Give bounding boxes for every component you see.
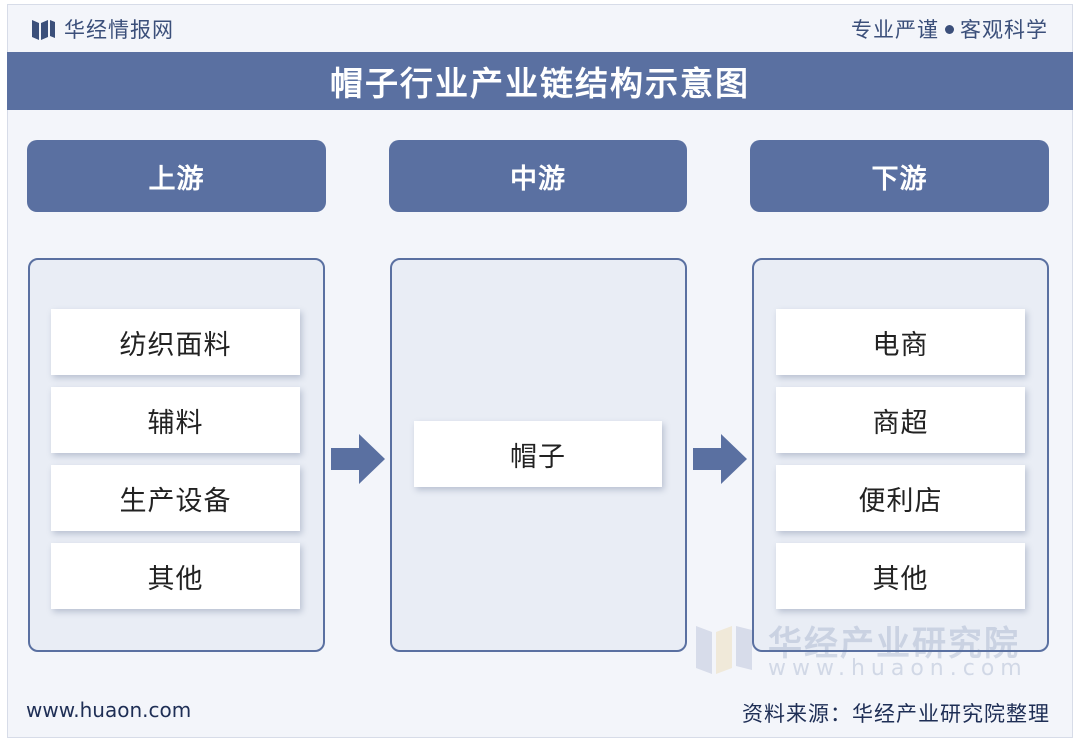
brand-logo-icon (32, 20, 55, 40)
watermark-name: 华经产业研究院 (768, 624, 1020, 664)
page-title: 帽子行业产业链结构示意图 (330, 64, 750, 103)
watermark: 华经产业研究院 www.huaon.com (692, 612, 1022, 682)
brand-name: 华经情报网 (64, 18, 174, 42)
slogan-left: 专业严谨 (851, 18, 939, 42)
watermark-logo-icon (696, 626, 752, 674)
upstream-item-accessories: 辅料 (51, 387, 300, 453)
upstream-item-other: 其他 (51, 543, 300, 609)
footer-website: www.huaon.com (26, 698, 192, 722)
dot-icon (945, 24, 954, 34)
brand: 华经情报网 (30, 14, 174, 44)
watermark-url: www.huaon.com (768, 656, 1028, 681)
upstream-item-equipment: 生产设备 (51, 465, 300, 531)
downstream-item-ecommerce: 电商 (776, 309, 1025, 375)
upstream-item-textile: 纺织面料 (51, 309, 300, 375)
stage-header-midstream: 中游 (389, 140, 687, 212)
arrow-right-icon (331, 434, 385, 484)
stage-header-downstream: 下游 (750, 140, 1049, 212)
stage-header-upstream: 上游 (27, 140, 326, 212)
arrow-right-icon (693, 434, 747, 484)
downstream-item-convenience-store: 便利店 (776, 465, 1025, 531)
slogan-right: 客观科学 (960, 18, 1048, 42)
title-bar: 帽子行业产业链结构示意图 (7, 52, 1073, 110)
downstream-item-other: 其他 (776, 543, 1025, 609)
footer-source: 资料来源：华经产业研究院整理 (742, 702, 1050, 726)
downstream-item-supermarket: 商超 (776, 387, 1025, 453)
midstream-item-hat: 帽子 (414, 421, 662, 487)
slogan: 专业严谨 客观科学 (851, 14, 1048, 44)
